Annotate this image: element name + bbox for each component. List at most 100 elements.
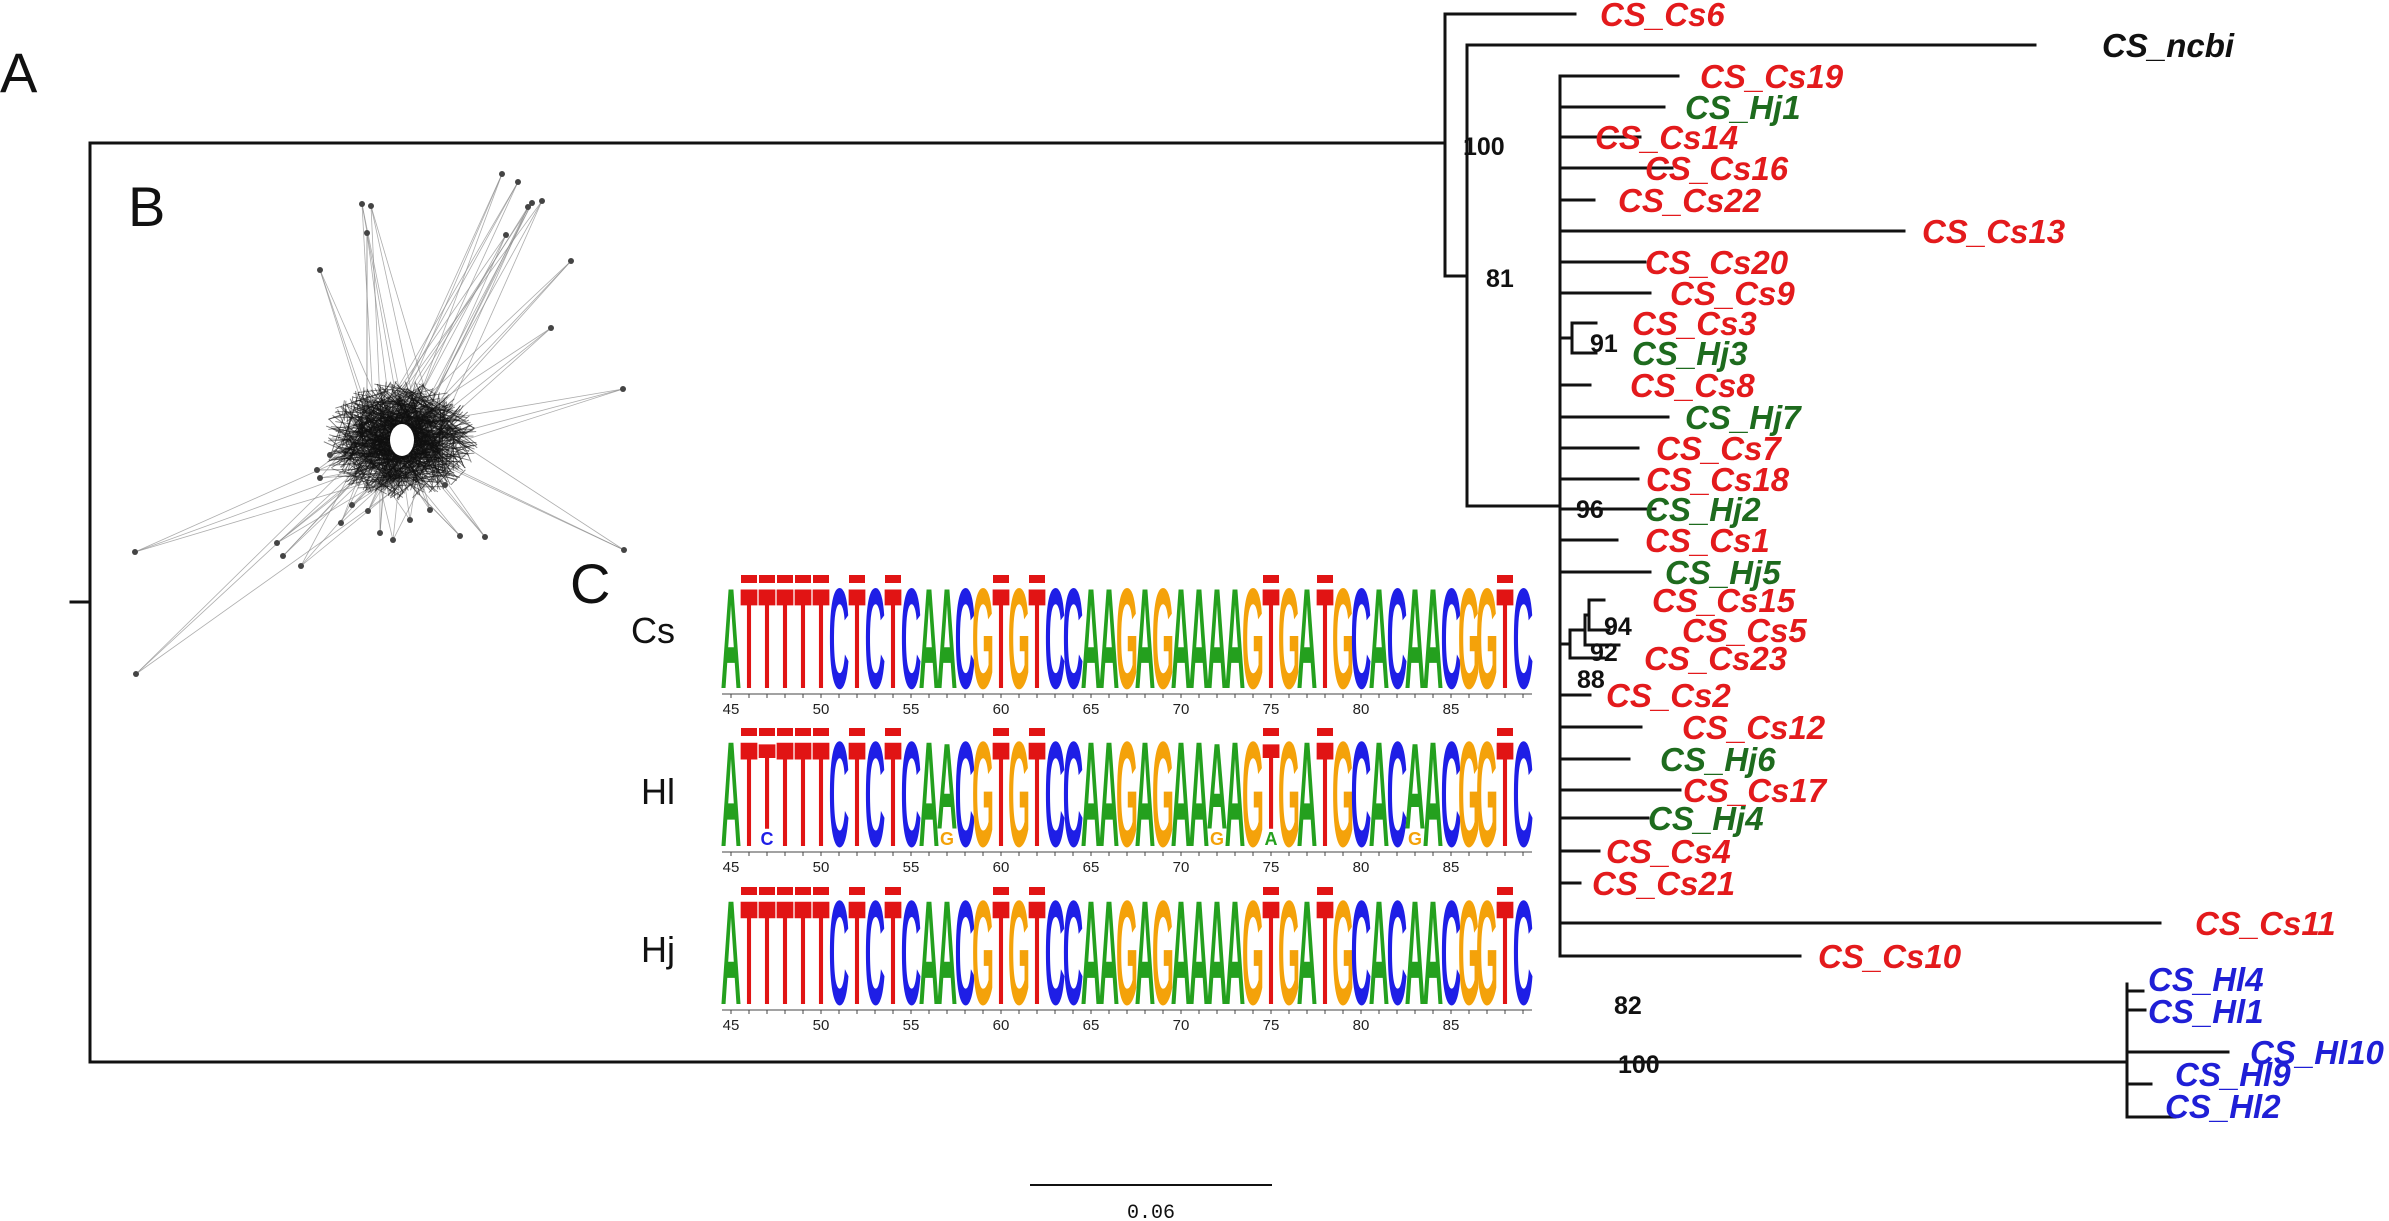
network-core-edge-668 — [382, 447, 395, 482]
logo-letter-hl-64: C — [1063, 710, 1084, 878]
network-core-edge-575 — [428, 453, 439, 473]
logo-tick-label-hj-55: 55 — [903, 1017, 920, 1034]
network-core-edge-621 — [347, 442, 370, 446]
logo-letter-hl-50: T — [812, 710, 829, 878]
bootstrap-value-8: 82 — [1614, 992, 1642, 1020]
logo-cap-hj-75 — [1263, 887, 1279, 895]
logo-letter-hl-67: G — [1116, 710, 1138, 878]
logo-row-label-hj: Hj — [641, 929, 675, 970]
logo-cap-hj-47 — [759, 887, 775, 895]
bootstrap-value-5: 94 — [1604, 613, 1632, 641]
network-core-edges — [323, 380, 478, 501]
network-node-12 — [503, 232, 509, 238]
logo-letter-cs-65: A — [1081, 559, 1102, 719]
network-core-edge-415 — [341, 468, 388, 495]
logo-letter-hj-79: G — [1332, 869, 1354, 1036]
logo-tick-label-cs-50: 50 — [813, 701, 830, 718]
logo-minor-letter-hl-75: A — [1265, 829, 1278, 849]
logo-cap-cs-62 — [1029, 575, 1045, 583]
network-node-2 — [280, 553, 286, 559]
bootstrap-value-6: 92 — [1590, 639, 1618, 667]
leaf-label-cs_cs10: CS_Cs10 — [1818, 938, 1962, 975]
logo-letter-hj-80: C — [1351, 869, 1372, 1036]
logo-letter-hl-85: C — [1441, 710, 1462, 878]
logo-cap-hl-54 — [885, 728, 901, 736]
logo-letter-cs-84: A — [1423, 559, 1444, 719]
leaf-label-cs_cs13: CS_Cs13 — [1922, 213, 2065, 250]
network-core-edge-586 — [328, 437, 397, 496]
logo-letter-hj-50: T — [812, 869, 829, 1036]
leaf-label-cs_cs11: CS_Cs11 — [2195, 905, 2336, 942]
leaf-label-cs_cs22: CS_Cs22 — [1618, 182, 1762, 219]
logo-letter-hj-74: G — [1242, 869, 1264, 1036]
network-core-edge-563 — [383, 381, 387, 405]
logo-cap-hl-47 — [759, 728, 775, 736]
network-node-28 — [327, 452, 333, 458]
logo-letter-hl-68: A — [1135, 710, 1156, 878]
logo-letter-hl-58: C — [955, 710, 976, 878]
network-edge-0-1 — [134, 469, 411, 553]
logo-letter-hl-74: G — [1242, 710, 1264, 878]
logo-letter-cs-64: C — [1063, 559, 1084, 719]
logo-letter-hj-54: T — [884, 869, 901, 1036]
logo-letter-cs-62: T — [1028, 559, 1045, 719]
logo-cap-hj-78 — [1317, 887, 1333, 895]
leaf-label-cs_cs17: CS_Cs17 — [1683, 772, 1828, 809]
logo-letter-cs-56: A — [919, 559, 940, 719]
logo-cap-cs-48 — [777, 575, 793, 583]
logo-cap-hj-54 — [885, 887, 901, 895]
leaf-label-cs_hl9: CS_Hl9 — [2175, 1056, 2291, 1093]
leaf-label-cs_cs19: CS_Cs19 — [1700, 58, 1844, 95]
logo-letter-hl-59: G — [972, 710, 994, 878]
logo-cap-cs-78 — [1317, 575, 1333, 583]
logo-letter-hj-56: A — [919, 869, 940, 1036]
tree-branches — [69, 12, 2230, 1119]
logo-letter-hl-77: A — [1297, 710, 1318, 878]
logo-letter-hl-86: G — [1458, 710, 1480, 878]
network-node-22 — [365, 508, 371, 514]
bootstrap-value-7: 88 — [1577, 666, 1605, 694]
logo-letter-cs-50: T — [812, 559, 829, 719]
logo-letter-hj-68: A — [1135, 869, 1156, 1036]
logo-cap-cs-50 — [813, 575, 829, 583]
network-core-edge-647 — [368, 398, 440, 412]
logo-letter-hj-67: G — [1116, 869, 1138, 1036]
network-edge-6-0 — [437, 388, 624, 439]
bootstrap-value-3: 91 — [1590, 330, 1618, 358]
logo-letter-cs-82: C — [1387, 559, 1408, 719]
logo-letter-hl-54: T — [884, 710, 901, 878]
network-core-edge-695 — [347, 381, 392, 452]
logo-minor-letter-hl-83: G — [1408, 829, 1422, 849]
network-edge-10-0 — [379, 181, 519, 419]
logo-letter-cs-48: T — [776, 559, 793, 719]
network-node-13 — [529, 200, 535, 206]
logo-cap-hl-75 — [1263, 728, 1279, 736]
logo-letter-hl-53: C — [865, 710, 886, 878]
logo-letter-hl-83: A — [1405, 717, 1426, 855]
network-core-edge-698 — [362, 403, 403, 491]
leaf-label-cs_hj3: CS_Hj3 — [1632, 335, 1748, 372]
logo-letter-cs-78: T — [1316, 559, 1333, 719]
leaf-label-cs_hl4: CS_Hl4 — [2148, 961, 2264, 998]
logo-letter-cs-63: C — [1045, 559, 1066, 719]
network-node-9 — [499, 171, 505, 177]
logo-tick-label-hl-65: 65 — [1083, 859, 1100, 876]
logo-letter-hj-87: G — [1476, 869, 1498, 1036]
logo-cap-cs-47 — [759, 575, 775, 583]
network-core-hole — [390, 424, 414, 456]
network-core-edge-503 — [406, 418, 461, 426]
leaf-label-cs_ncbi: CS_ncbi — [2102, 27, 2235, 64]
network-core-edge-679 — [419, 438, 460, 476]
leaf-label-cs_cs3: CS_Cs3 — [1632, 305, 1757, 342]
logo-letter-hj-53: C — [865, 869, 886, 1036]
logo-cap-hl-49 — [795, 728, 811, 736]
network-core-edge-606 — [438, 415, 449, 432]
logo-letter-cs-52: T — [848, 559, 865, 719]
logo-cap-cs-46 — [741, 575, 757, 583]
logo-letter-hl-62: T — [1028, 710, 1045, 878]
leaf-label-cs_cs6: CS_Cs6 — [1600, 0, 1725, 33]
logo-letter-hj-58: C — [955, 869, 976, 1036]
logo-letter-hj-77: A — [1297, 869, 1318, 1036]
